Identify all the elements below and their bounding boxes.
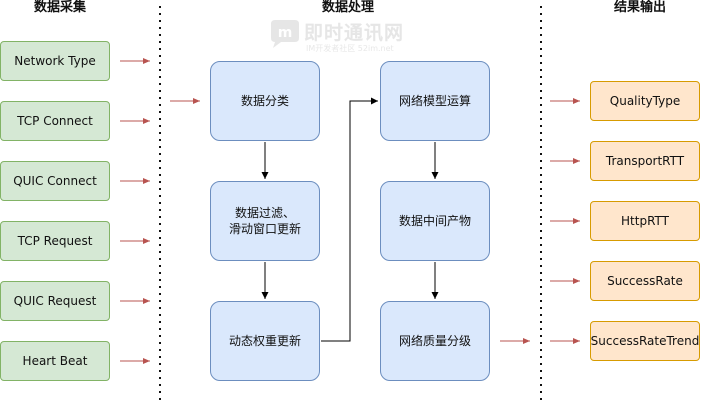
process-classify: 数据分类 bbox=[210, 61, 320, 141]
collect-tcp-connect: TCP Connect bbox=[0, 101, 110, 141]
collect-network-type: Network Type bbox=[0, 41, 110, 81]
process-intermediate-product: 数据中间产物 bbox=[380, 181, 490, 261]
process-filter-sliding-window: 数据过滤、 滑动窗口更新 bbox=[210, 181, 320, 261]
header-output: 结果输出 bbox=[613, 0, 666, 15]
header-process: 数据处理 bbox=[321, 0, 374, 15]
output-success-rate-trend: SuccessRateTrend bbox=[590, 321, 700, 361]
process-dynamic-weight: 动态权重更新 bbox=[210, 301, 320, 381]
watermark-title: 即时通讯网 bbox=[304, 22, 405, 44]
watermark-logo: m bbox=[271, 20, 299, 48]
process-quality-grade: 网络质量分级 bbox=[380, 301, 490, 381]
watermark-subtitle: IM开发者社区 52im.net bbox=[306, 44, 394, 53]
output-http-rtt: HttpRTT bbox=[590, 201, 700, 241]
collect-quic-request: QUIC Request bbox=[0, 281, 110, 321]
collect-heart-beat: Heart Beat bbox=[0, 341, 110, 381]
collect-quic-connect: QUIC Connect bbox=[0, 161, 110, 201]
output-transport-rtt: TransportRTT bbox=[590, 141, 700, 181]
arrow-weight-model bbox=[321, 97, 378, 342]
process-network-model: 网络模型运算 bbox=[380, 61, 490, 141]
output-quality-type: QualityType bbox=[590, 81, 700, 121]
collect-tcp-request: TCP Request bbox=[0, 221, 110, 261]
svg-text:m: m bbox=[278, 25, 293, 41]
output-success-rate: SuccessRate bbox=[590, 261, 700, 301]
header-collect: 数据采集 bbox=[33, 0, 86, 15]
